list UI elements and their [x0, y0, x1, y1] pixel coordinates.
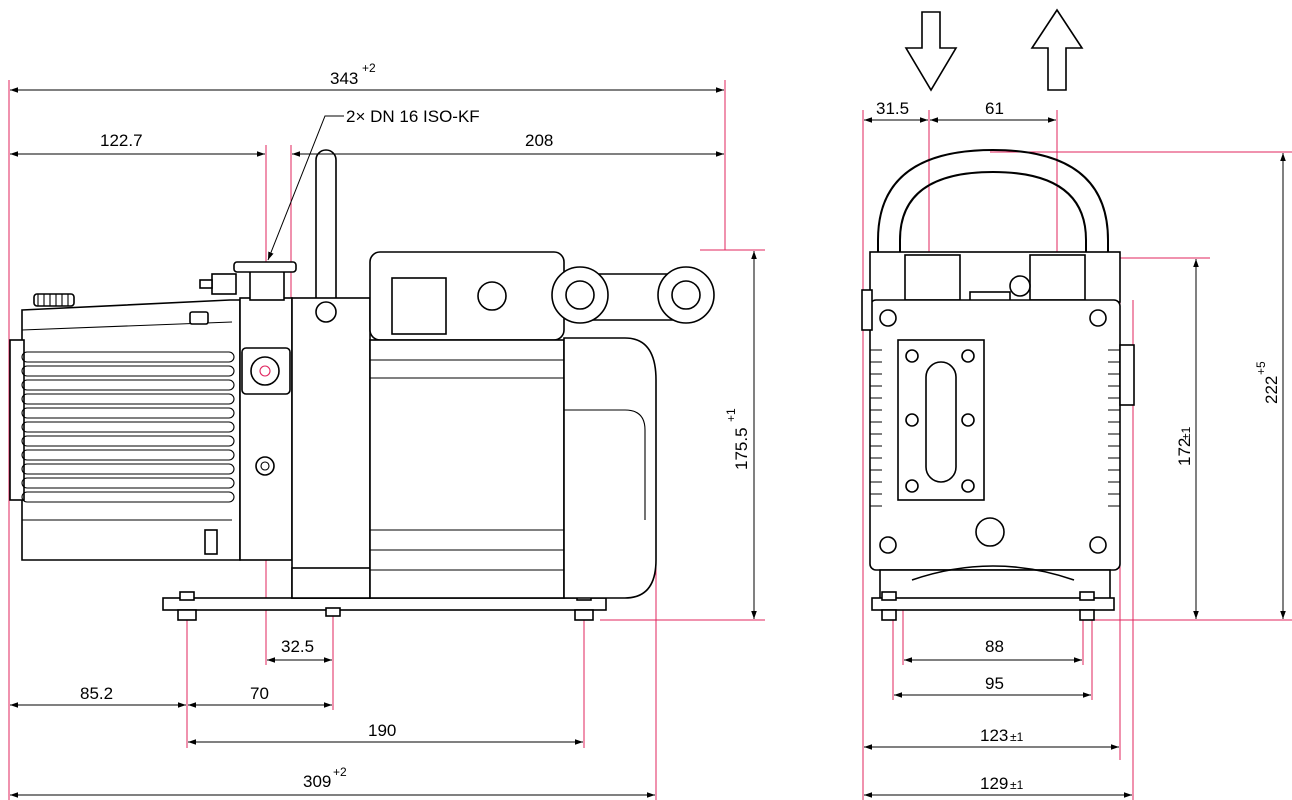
foot-cap-left	[179, 591, 195, 601]
dim-height-side: 175.5	[732, 427, 751, 470]
front-view-dimensions: 31.5 61 222 +5 172 ±1 88 95 123 ±1 129 ±…	[864, 99, 1286, 798]
dim-height-side-tol: +1	[724, 408, 738, 422]
flange-callout-label: 2× DN 16 ISO-KF	[346, 107, 480, 126]
gas-ballast	[551, 266, 715, 324]
dim-height-total-tol: +5	[1254, 361, 1268, 375]
pump-body	[291, 297, 371, 599]
base-plate	[162, 597, 607, 611]
dim-foot-outer: 95	[985, 674, 1004, 693]
dim-total-width: 129	[980, 774, 1008, 793]
dim-overall-length-tol: +2	[362, 61, 376, 75]
pump-module	[239, 297, 293, 561]
arrow-down-icon	[904, 11, 958, 92]
pump-side-view	[9, 149, 715, 621]
dim-total-width-tol: ±1	[1010, 778, 1024, 792]
dim-inlet-spacing: 32.5	[281, 637, 314, 656]
pump-front-view	[861, 148, 1135, 621]
foot-right	[574, 609, 594, 621]
dim-front-to-foot: 85.2	[80, 684, 113, 703]
cooling-fins	[21, 351, 235, 503]
dim-foot-spacing: 190	[368, 721, 396, 740]
side-view-dimensions: 343 +2 122.7 208 2× DN 16 ISO-KF 175.5 +…	[10, 61, 757, 798]
dim-height-total: 222	[1262, 376, 1281, 404]
flow-arrows	[904, 8, 1084, 92]
dim-overall-length: 343	[330, 69, 358, 88]
dim-height-body-tol: ±1	[1179, 426, 1193, 440]
foot-left	[177, 609, 197, 621]
front-fins	[870, 349, 1120, 507]
dim-side-left-offset: 31.5	[876, 99, 909, 118]
dim-side-port-spacing: 61	[985, 99, 1004, 118]
dim-foot-to-inlet: 70	[250, 684, 269, 703]
dim-foot-inner: 88	[985, 637, 1004, 656]
handle	[315, 149, 337, 321]
dim-handle-to-end: 208	[525, 131, 553, 150]
dim-base-length-tol: +2	[333, 765, 347, 779]
arrow-up-icon	[1030, 8, 1084, 91]
dim-height-body: 172	[1175, 438, 1194, 466]
motor-housing	[21, 299, 241, 561]
dim-body-width-tol: ±1	[1010, 730, 1024, 744]
dim-body-width: 123	[980, 726, 1008, 745]
dim-base-length: 309	[303, 772, 331, 791]
dim-inlet-offset: 122.7	[100, 131, 143, 150]
